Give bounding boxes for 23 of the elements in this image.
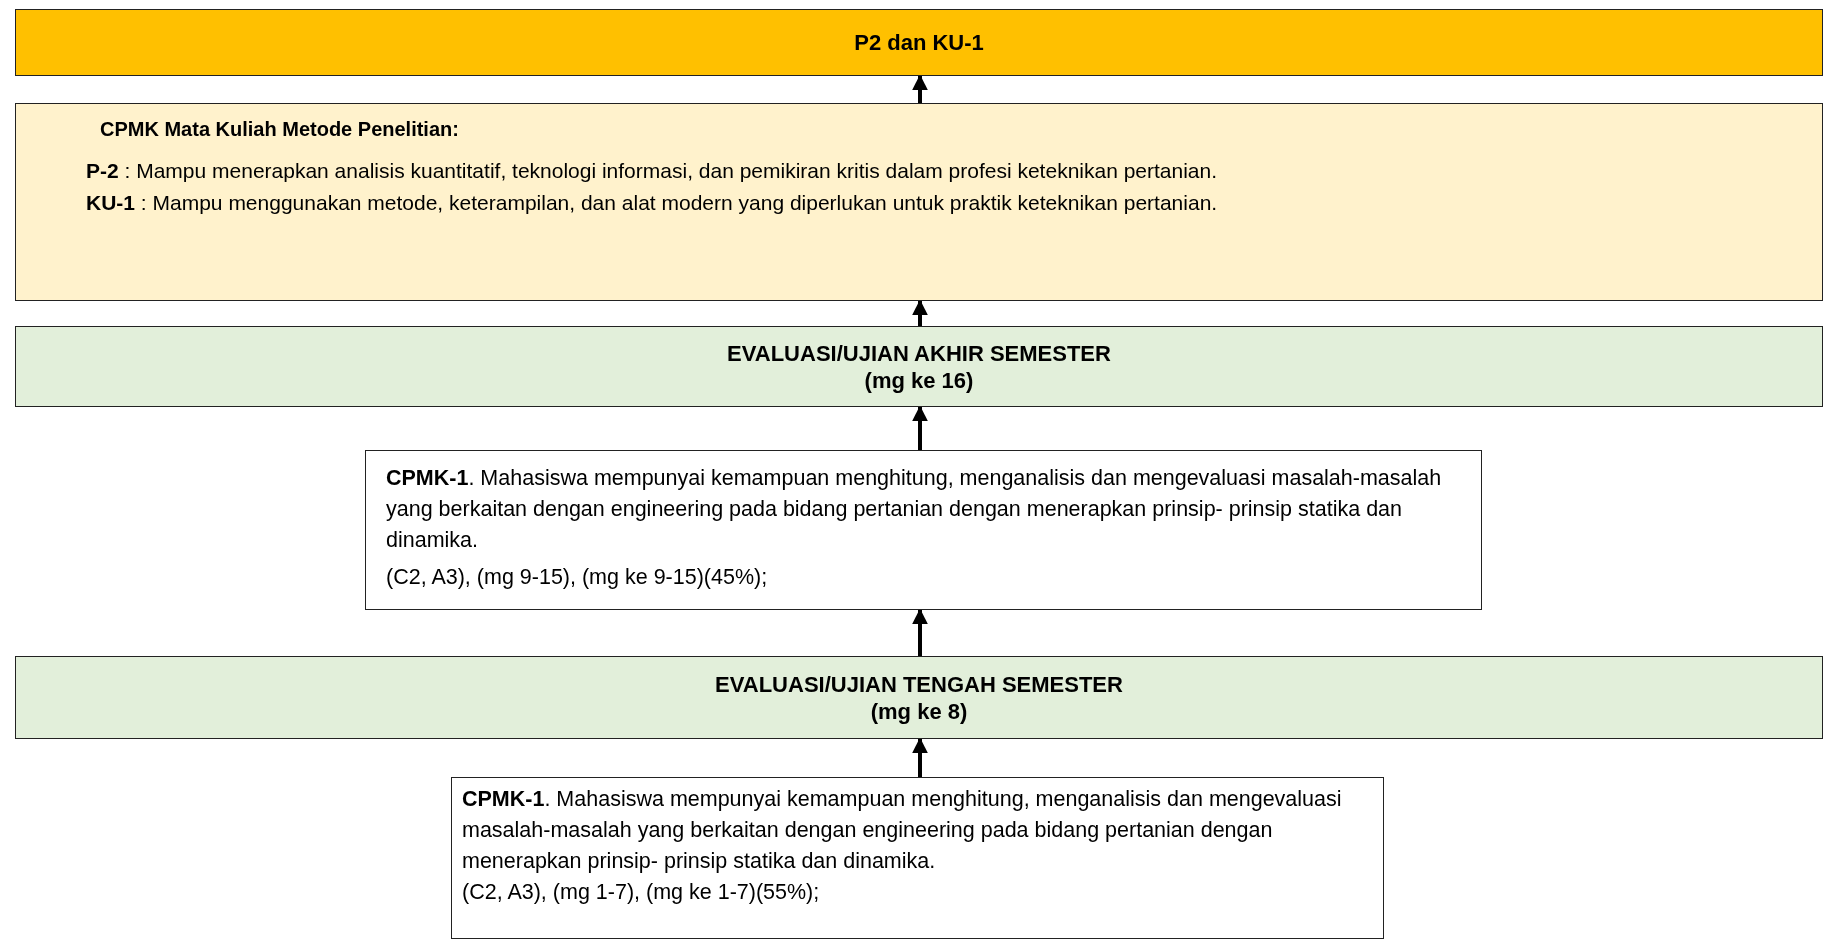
arrow [912, 405, 928, 450]
heading-text: (mg ke 16) [864, 366, 974, 394]
evaluation-box [15, 326, 1823, 407]
arrow [912, 608, 928, 656]
outcome-box [15, 103, 1823, 301]
title-box [15, 9, 1823, 76]
detail-text: (C2, A3), (mg 1-7), (mg ke 1-7)(55%); [462, 879, 821, 906]
arrow [912, 737, 928, 777]
heading-text: EVALUASI/UJIAN TENGAH SEMESTER [715, 670, 1123, 698]
outcome-text: P-2 : Mampu menerapkan analisis kuantitatif, teknologi informasi, dan pemikiran kritis dalam profesi keteknikan pertanian. [86, 159, 1219, 183]
heading-text: P2 dan KU-1 [854, 29, 984, 56]
outcome-text: KU-1 : Mampu menggunakan metode, keterampilan, dan alat modern yang diperlukan untuk praktik keteknikan pertanian. [86, 191, 1219, 215]
heading-text: (mg ke 8) [870, 697, 968, 725]
heading-text: EVALUASI/UJIAN AKHIR SEMESTER [727, 339, 1111, 367]
heading-text: CPMK Mata Kuliah Metode Penelitian: [100, 118, 460, 141]
outcome-text: CPMK-1. Mahasiswa mempunyai kemampuan menghitung, menganalisis dan mengevaluasi masalah-masalah yang berkaitan dengan engineering pada bidang pertanian dengan menerapkan prinsip- prinsip statika dan dinamika. [462, 786, 1343, 875]
outcome-text: CPMK-1. Mahasiswa mempunyai kemampuan menghitung, menganalisis dan mengevaluasi masalah-masalah yang berkaitan dengan engineering pada bidang pertanian dengan menerapkan prinsip- prinsip statika dan dinamika. [386, 465, 1443, 554]
arrow [912, 299, 928, 326]
outcome-box [365, 450, 1482, 610]
evaluation-box [15, 656, 1823, 739]
detail-text: (C2, A3), (mg 9-15), (mg ke 9-15)(45%); [386, 564, 769, 591]
arrow [912, 74, 928, 103]
outcome-box [451, 777, 1384, 939]
